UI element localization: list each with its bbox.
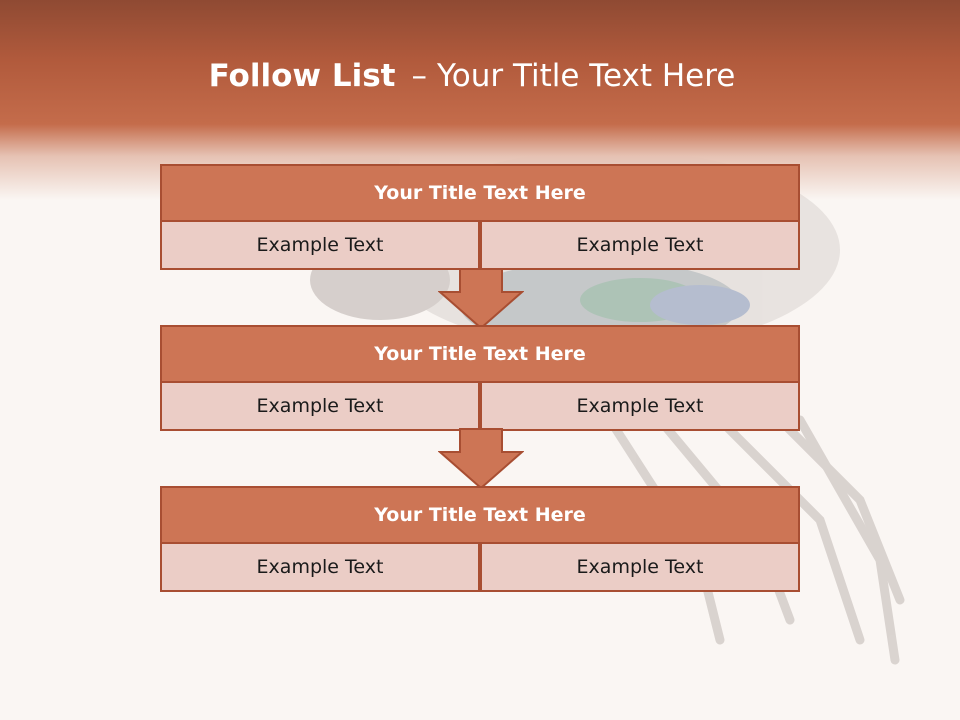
down-arrow-icon [438,428,524,490]
step-right-cell: Example Text [480,542,800,592]
step-left-cell: Example Text [160,542,480,592]
step-right-cell: Example Text [480,381,800,431]
step-right-cell: Example Text [480,220,800,270]
step-left-cell: Example Text [160,220,480,270]
step-title: Your Title Text Here [160,486,800,544]
title-rest: Your Title Text Here [436,58,736,94]
step-left-cell: Example Text [160,381,480,431]
title-bold-part: Follow List [208,58,396,94]
slide-title: Follow List–Your Title Text Here [0,54,944,98]
follow-step-2: Your Title Text Here Example Text Exampl… [160,325,800,431]
down-arrow-icon [438,268,524,330]
follow-step-1: Your Title Text Here Example Text Exampl… [160,164,800,270]
step-title: Your Title Text Here [160,164,800,222]
title-dash: – [411,58,427,94]
follow-step-3: Your Title Text Here Example Text Exampl… [160,486,800,592]
step-title: Your Title Text Here [160,325,800,383]
